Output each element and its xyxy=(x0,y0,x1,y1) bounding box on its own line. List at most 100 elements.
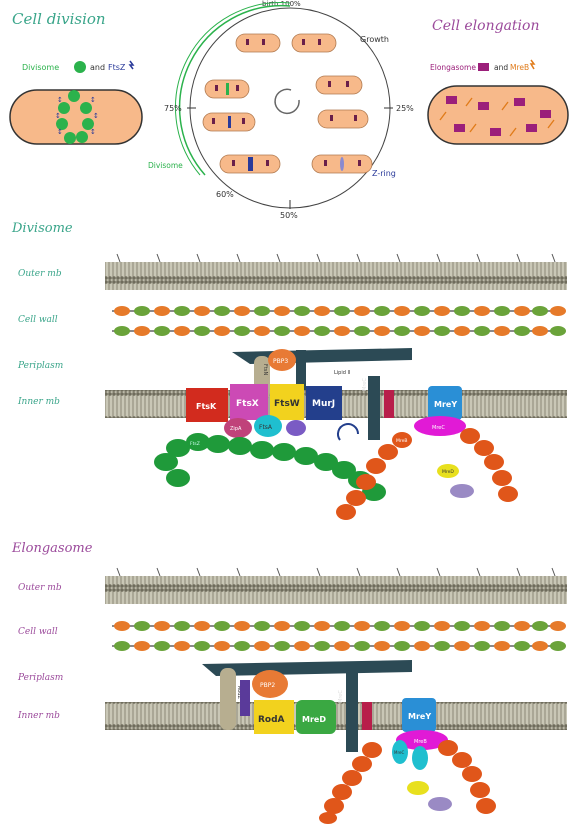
cycle-cell-markers xyxy=(212,39,361,166)
cell-division-title: Cell division xyxy=(12,10,106,28)
elongasome-periplasm-label: Periplasm xyxy=(17,673,63,683)
roda-protein xyxy=(254,700,294,734)
zipa-protein xyxy=(224,418,252,438)
elongasome-wall-label: Cell wall xyxy=(18,627,58,637)
mreb-cyto-protein xyxy=(450,484,474,498)
mrec-label-2: MreC xyxy=(338,690,344,703)
elongasome-proteins: RodZ PBP2 RodA MreD MreC MreY MreB MreC xyxy=(220,668,496,824)
ftsz-marks: ↕ ↕ ↕ ↕ ↕ ↕ xyxy=(55,96,99,136)
flip-arrow-icon xyxy=(337,423,359,441)
pct-50-label: 50% xyxy=(280,211,298,220)
mred-label-2: MreD xyxy=(302,715,326,724)
rodz-protein xyxy=(220,668,236,730)
divisome-arc-outer xyxy=(174,2,291,176)
ftsq-protein xyxy=(286,420,306,436)
cycle-top-label: birth 100% xyxy=(262,0,301,8)
mrec-cyto-protein xyxy=(414,416,466,436)
mreb-icon xyxy=(529,59,536,70)
cycle-divisome-label: Divisome xyxy=(148,161,183,170)
mrec-cyto-2b xyxy=(412,746,428,770)
mrec-label: MreC xyxy=(362,378,368,391)
divisome-pbp3-stem xyxy=(296,350,306,390)
zipa-label: ZipA xyxy=(230,426,242,432)
svg-text:↕: ↕ xyxy=(90,96,96,104)
pbp2-protein xyxy=(252,670,288,698)
mreb-filament xyxy=(336,428,518,520)
mreb-cyto-protein-2 xyxy=(396,730,448,750)
elongasome-square-icon xyxy=(478,63,489,71)
elongasome-patches xyxy=(446,96,551,136)
pct-25-label: 25% xyxy=(396,104,414,113)
divisome-lps-marks xyxy=(116,253,556,263)
divisome-legend-label: Divisome xyxy=(22,63,59,72)
elongasome-outer-label: Outer mb xyxy=(18,583,62,593)
elongasome-cell-wall xyxy=(112,621,566,651)
divisome-cell-wall xyxy=(112,306,566,336)
svg-text:↕: ↕ xyxy=(55,112,61,120)
elongasome-lps-marks xyxy=(116,567,556,577)
ftsw-protein xyxy=(270,384,304,420)
mreb-cyto-2 xyxy=(428,797,452,811)
mreb-legend-label: MreB xyxy=(510,63,529,72)
ftsx-protein xyxy=(230,384,268,420)
ftsz-legend-label: FtsZ xyxy=(108,63,126,72)
mrec-small-label: MreC xyxy=(432,425,445,431)
ftsz-icon xyxy=(128,60,135,70)
pbp2-stem xyxy=(240,680,250,716)
divisome-title: Divisome xyxy=(11,221,73,236)
divisome-outer-label: Outer mb xyxy=(18,269,62,279)
elongasome-legend: Elongasome and MreB xyxy=(430,59,536,72)
mrey-label: MreY xyxy=(434,400,457,409)
mrec-small-label-2: MreC xyxy=(394,750,404,755)
mred-cyto-protein xyxy=(437,464,459,478)
elongasome-outer-membrane xyxy=(105,576,567,604)
ftsk-label: FtsK xyxy=(196,402,217,411)
pct-60-label: 60% xyxy=(216,190,234,199)
mreb-filament-2 xyxy=(319,740,496,824)
mreb-filaments xyxy=(439,97,555,137)
and-text: and xyxy=(90,63,105,72)
growth-label: Growth xyxy=(360,35,389,44)
cell-body xyxy=(9,89,143,145)
ftsw-label: FtsW xyxy=(274,399,300,409)
ftsn-label: FtsN xyxy=(262,364,268,375)
mrey-protein-2 xyxy=(402,698,436,732)
divisome-outer-membrane xyxy=(105,262,567,290)
pct-75-label: 75% xyxy=(164,104,182,113)
divisome-proteins: FtsN PBP3 FtsK FtsX FtsW MurJ MreC MreY … xyxy=(154,349,518,520)
pbp3-label: PBP3 xyxy=(273,358,288,365)
ftsk-protein xyxy=(186,388,228,422)
mrey-protein xyxy=(428,386,462,420)
divisome-dot-icon xyxy=(74,61,86,73)
mreb-label: MreB xyxy=(396,438,408,444)
divisome-inner-label: Inner mb xyxy=(17,397,60,407)
elongasome-inner-label: Inner mb xyxy=(17,711,60,721)
mred-cyto-2 xyxy=(407,781,429,795)
ftsz-filament xyxy=(154,433,386,501)
rodz-label: RodZ xyxy=(236,686,242,699)
svg-text:↕: ↕ xyxy=(90,128,96,136)
divisome-wall-label: Cell wall xyxy=(18,315,58,325)
cell-elongation-title: Cell elongation xyxy=(432,18,539,34)
elongasome-periplasm-bar xyxy=(202,660,412,676)
roda-label: RodA xyxy=(258,715,285,725)
elongasome-title: Elongasome xyxy=(11,541,93,556)
elongating-cell xyxy=(427,85,569,145)
mreb-small-label-2: MreB xyxy=(414,739,427,745)
divisome-arc xyxy=(178,4,291,176)
cycle-division-marks xyxy=(226,83,344,171)
mred-protein-2 xyxy=(296,700,336,734)
lipid2-label: Lipid II xyxy=(334,370,350,376)
svg-text:↕: ↕ xyxy=(57,128,63,136)
mrec-column-2 xyxy=(346,668,358,752)
divisome-periplasm-label: Periplasm xyxy=(17,361,63,371)
ftsz-label: FtsZ xyxy=(190,441,200,447)
divisome-ring xyxy=(56,90,94,144)
svg-text:↕: ↕ xyxy=(57,96,63,104)
cell-cycle: birth 100% Growth 25% 50% 60% 75% Diviso… xyxy=(148,0,414,220)
mrey-label-2: MreY xyxy=(408,712,431,721)
svg-text:↕: ↕ xyxy=(93,112,99,120)
ftsa-label: FtsA xyxy=(259,424,273,431)
